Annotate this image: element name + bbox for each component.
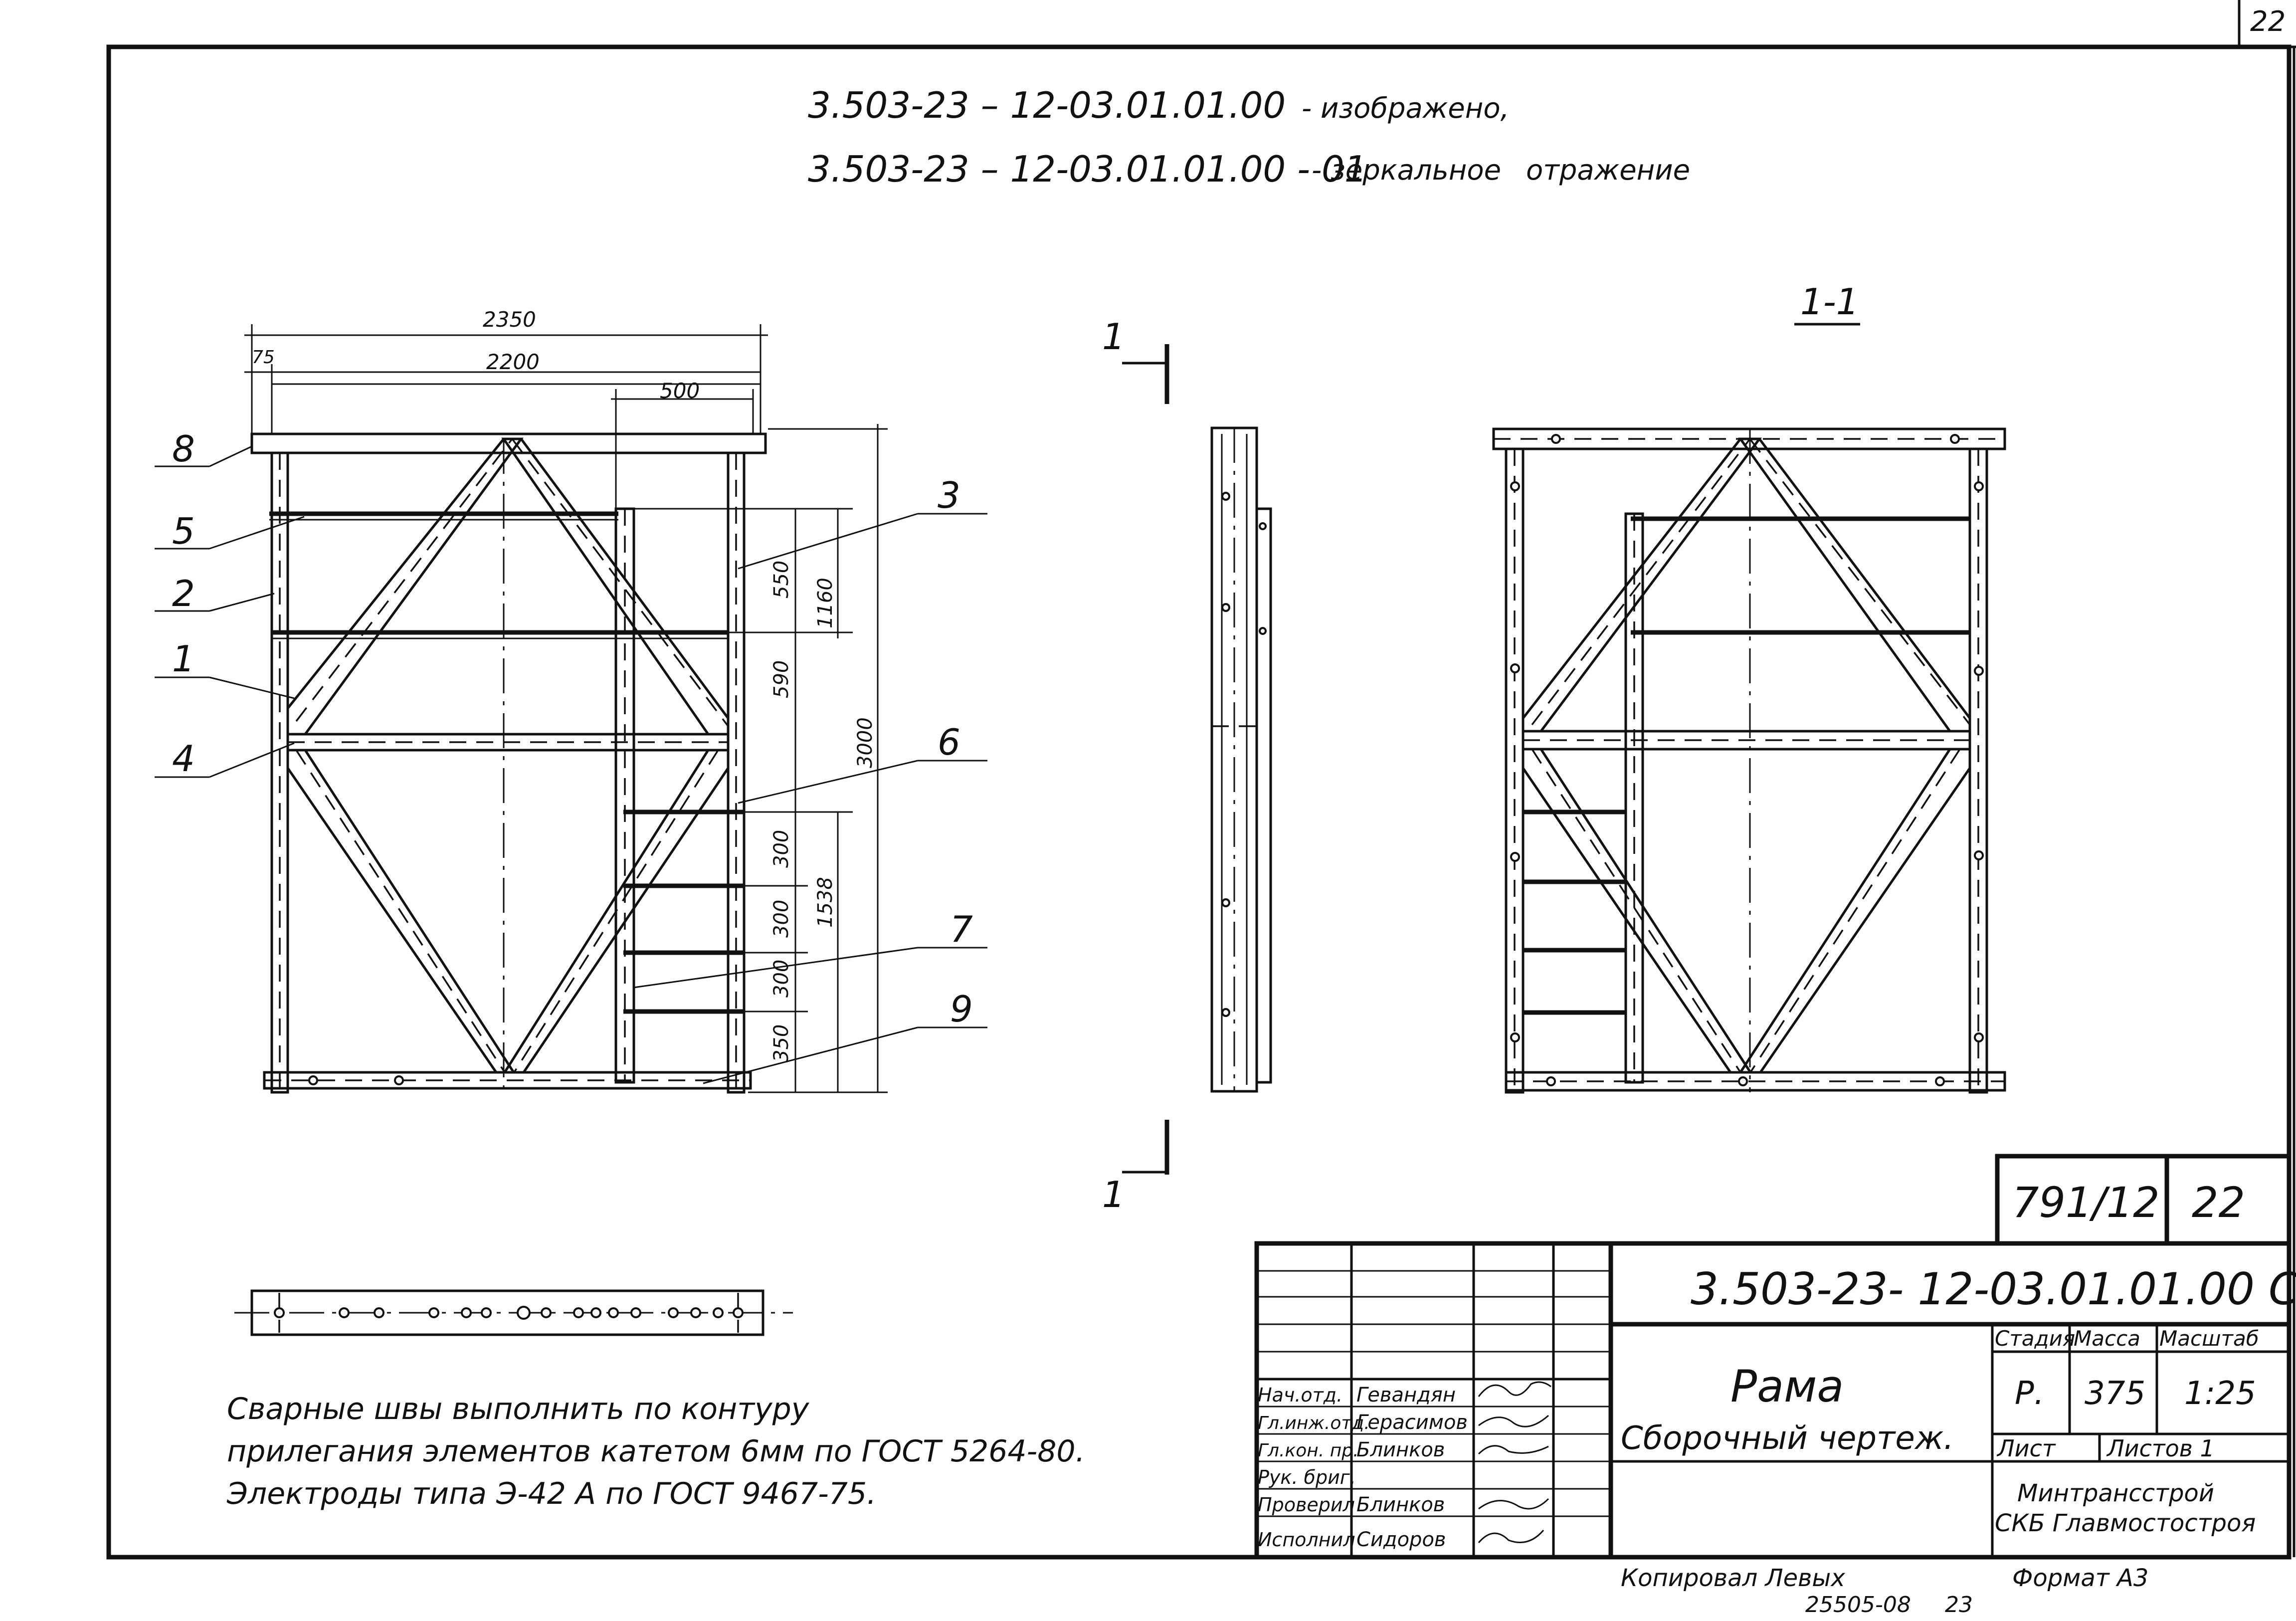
callout-3: 3 (938, 474, 960, 516)
header-note-line2: - зеркальное (1312, 154, 1501, 187)
sign-role-3: Гл.кон. пр. (1258, 1440, 1359, 1461)
dim-3000: 3000 (854, 717, 877, 768)
dim-ladder-width: 500 (660, 379, 700, 403)
callout-8: 8 (172, 428, 195, 470)
drawing-type: Сборочный чертеж. (1621, 1420, 1954, 1457)
dim-1160: 1160 (814, 578, 837, 628)
sign-role-6: Исполнил (1258, 1529, 1355, 1551)
mass-label: Масса (2074, 1326, 2140, 1351)
dim-590: 590 (770, 660, 793, 698)
header-note-line2-b: отражение (1526, 154, 1690, 187)
sign-name-3: Блинков (1356, 1438, 1445, 1461)
section-title: 1-1 (1800, 281, 1859, 323)
dim-300-a: 300 (770, 830, 793, 868)
sheet-frame (106, 0, 2296, 1560)
paper-format: Формат А3 (2012, 1564, 2148, 1592)
dim-overhang: 75 (252, 347, 275, 368)
callout-5: 5 (172, 510, 195, 552)
archive-stamp: 25505-08 (1805, 1592, 1911, 1618)
sheet-label: Лист (1996, 1435, 2056, 1462)
dim-overall-width: 2350 (483, 307, 536, 332)
side-view (1210, 426, 1272, 1093)
title-block-grid (1254, 1154, 2292, 1560)
handwritten-signatures (1478, 1381, 1551, 1543)
scale-value: 1:25 (2184, 1375, 2256, 1412)
product-name: Рама (1730, 1361, 1844, 1412)
corner-sheet-number: 22 (2250, 5, 2286, 38)
callout-2: 2 (172, 573, 195, 614)
organization-line1: Минтрансстрой (2017, 1479, 2214, 1507)
callout-6: 6 (938, 721, 960, 763)
archive-number: 791/12 (2012, 1178, 2160, 1227)
front-view-dimensions (244, 324, 888, 1093)
scale-label: Масштаб (2159, 1326, 2259, 1351)
callout-leaders (155, 445, 987, 1084)
dim-550: 550 (770, 561, 793, 599)
section-cut-marks (1122, 344, 1169, 1175)
callout-1: 1 (172, 638, 195, 680)
header-code-line2: 3.503-23 – 12-03.01.01.00 - 01 (808, 148, 1367, 190)
mass-value: 375 (2085, 1375, 2145, 1412)
sheet-number: 22 (2192, 1178, 2245, 1227)
sign-role-5: Проверил (1258, 1494, 1355, 1516)
sign-role-2: Гл.инж.отд. (1258, 1413, 1370, 1433)
section-view (1492, 427, 2006, 1094)
note-line1: Сварные швы выполнить по контуру (227, 1392, 810, 1426)
plan-view-beam (234, 1289, 793, 1336)
sign-name-1: Гевандян (1356, 1384, 1456, 1407)
callout-7: 7 (950, 908, 973, 950)
stage-value: Р. (2015, 1375, 2044, 1412)
copied-by: Копировал Левых (1621, 1564, 1845, 1592)
callout-9: 9 (950, 988, 973, 1030)
note-line2: прилегания элементов катетом 6мм по ГОСТ… (227, 1434, 1085, 1469)
dim-300-b: 300 (770, 900, 793, 938)
header-code-line1: 3.503-23 – 12-03.01.01.00 (808, 84, 1286, 126)
header-note-line1: - изображено, (1302, 92, 1509, 125)
sign-role-1: Нач.отд. (1258, 1384, 1342, 1406)
sign-name-6: Сидоров (1356, 1528, 1446, 1551)
document-code: 3.503-23- 12-03.01.01.00 СБ (1691, 1263, 2296, 1315)
dim-350: 350 (770, 1024, 793, 1062)
callout-4: 4 (172, 738, 195, 780)
note-line3: Электроды типа Э-42 А по ГОСТ 9467-75. (226, 1476, 876, 1511)
front-view (250, 432, 767, 1094)
sign-role-4: Рук. бриг. (1258, 1466, 1356, 1488)
dim-1538: 1538 (814, 877, 837, 928)
archive-stamp-page: 23 (1945, 1592, 1973, 1618)
section-mark-top: 1 (1102, 316, 1125, 358)
sign-name-2: Герасимов (1356, 1411, 1468, 1434)
sign-name-5: Блинков (1356, 1493, 1445, 1516)
dim-clear-width: 2200 (486, 350, 540, 374)
sheets-label: Листов 1 (2106, 1435, 2215, 1462)
section-mark-bottom: 1 (1102, 1174, 1125, 1216)
organization-line2: СКБ Главмостостроя (1995, 1509, 2256, 1537)
stage-label: Стадия (1995, 1326, 2075, 1351)
